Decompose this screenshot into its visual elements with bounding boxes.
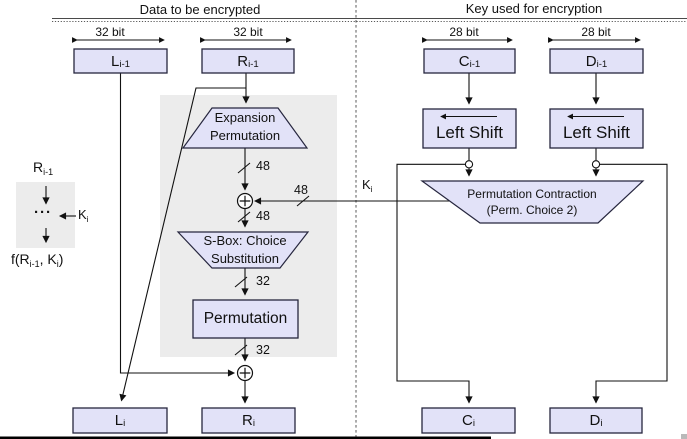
bus-label-xor-out: 48 [256,209,270,223]
subkey-label: Ki [362,177,373,194]
sbox-block [176,231,310,269]
r-next-box [201,407,296,434]
bus-tick-expansion-out [237,162,251,174]
d-branch-dot-icon [591,160,601,169]
l-prev-to-xor-line [119,73,236,377]
r-prev-box [201,48,295,74]
permutation-label: Permutation [203,310,288,327]
c-loop-line [396,163,473,404]
bus-label-expansion-out: 48 [256,159,270,173]
bottom-bar [0,436,491,439]
bus-label-key-in: 48 [294,183,308,197]
permutation-contraction-label: Permutation Contraction (Perm. Choice 2) [467,187,597,217]
bus-label-sbox-out: 32 [256,274,270,288]
xor-bottom-icon [236,364,254,382]
c-prev-box [423,48,516,74]
bus-tick-sbox-out [234,276,248,288]
bus-tick-key-in [296,195,310,207]
l-next-box [72,407,168,434]
expansion-permutation-block [181,107,309,149]
r-prev-to-l-next-line [119,87,246,402]
bus-tick-perm-out [234,344,248,356]
legend-output-label: f(Ri-1, Ki) [11,251,64,269]
width-label-d: 28 bit [581,25,611,39]
d-prev-box [549,48,644,74]
left-shift-c-label: Left Shift [435,123,504,142]
left-shift-c-box [422,108,517,149]
l-prev-box [73,48,168,74]
c-branch-dot-icon [464,160,474,169]
bus-label-perm-out: 32 [256,343,270,357]
legend-input-label: Ri-1 [33,159,54,177]
d-next-box [549,407,643,434]
expansion-permutation-label: Expansion Permutation [209,110,281,143]
corner-mark [681,434,687,439]
bus-tick-xor-out [237,211,251,223]
left-section-title: Data to be encrypted [139,2,261,17]
right-section-title: Key used for encryption [465,1,603,16]
permutation-contraction-block [420,180,645,224]
legend-key-label: Ki [78,207,89,224]
left-shift-d-label: Left Shift [562,123,631,142]
xor-top-icon [236,192,254,210]
width-label-c: 28 bit [449,25,479,39]
width-label-r: 32 bit [233,25,263,39]
d-loop-line [592,163,668,404]
sbox-label: S-Box: Choice Substitution [203,233,287,266]
legend-dots: ··· [34,204,52,221]
left-shift-d-box [549,108,644,149]
width-label-l: 32 bit [95,25,125,39]
permutation-box [192,299,299,339]
c-next-box [421,407,516,434]
